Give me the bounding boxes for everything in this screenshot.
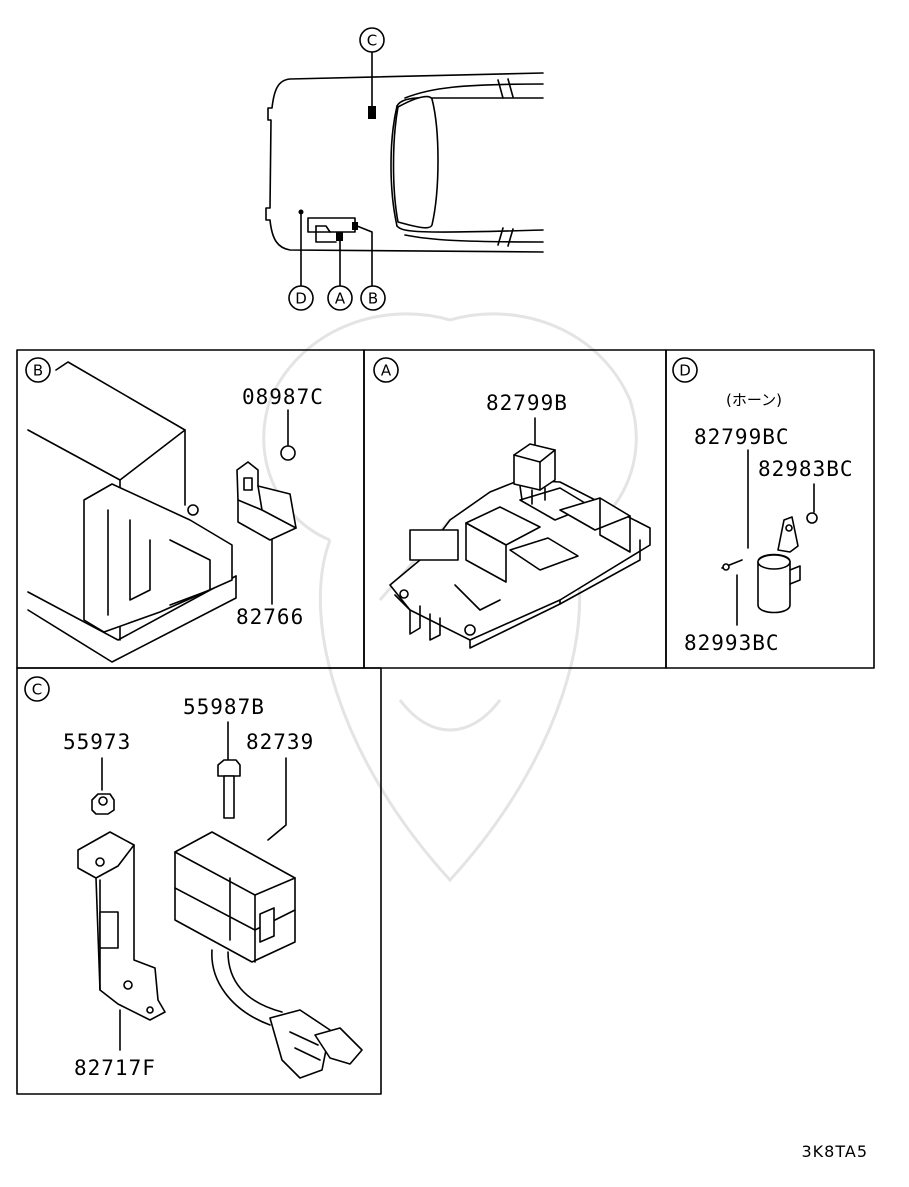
callout-d-label: D <box>295 290 307 308</box>
callout-c-top[interactable]: C <box>359 27 385 53</box>
panel-a-letter: A <box>381 362 392 380</box>
callout-b-top[interactable]: B <box>360 285 386 311</box>
part-label-82717f[interactable]: 82717F <box>74 1056 156 1080</box>
panel-c-frame <box>16 667 382 1095</box>
horn-note: (ホーン) <box>726 391 782 409</box>
callout-d-top[interactable]: D <box>288 285 314 311</box>
panel-b-letter: B <box>33 362 43 380</box>
panel-d-letter: D <box>679 362 691 380</box>
panel-d-frame <box>665 349 875 669</box>
vehicle-overview <box>265 51 544 288</box>
panel-b: B 08987C 82766 <box>25 357 324 663</box>
part-label-82983bc[interactable]: 82983BC <box>758 457 854 481</box>
part-label-55987b[interactable]: 55987B <box>183 695 265 719</box>
part-label-82993bc[interactable]: 82993BC <box>684 631 780 655</box>
part-label-82799b[interactable]: 82799B <box>486 391 568 415</box>
part-label-08987c[interactable]: 08987C <box>242 385 324 409</box>
callout-a-label: A <box>335 290 346 308</box>
callout-c-label: C <box>367 32 377 50</box>
part-label-55973[interactable]: 55973 <box>63 730 131 754</box>
diagram-code: 3K8TA5 <box>801 1142 868 1161</box>
panel-d: D (ホーン) 82799BC 82983BC 82993BC <box>672 357 854 655</box>
part-label-82799bc[interactable]: 82799BC <box>694 425 790 449</box>
callout-b-label: B <box>368 290 378 308</box>
part-label-82766[interactable]: 82766 <box>236 605 304 629</box>
panel-c-badge: C <box>24 676 50 702</box>
panel-b-badge: B <box>25 357 51 383</box>
panel-c-letter: C <box>32 681 42 699</box>
panel-a-badge: A <box>373 357 399 383</box>
callout-a-top[interactable]: A <box>327 285 353 311</box>
part-label-82739[interactable]: 82739 <box>246 730 314 754</box>
panel-a: A 82799B <box>373 357 651 649</box>
panel-c: C 55973 55987B 82739 827 <box>24 676 363 1080</box>
panel-d-badge: D <box>672 357 698 383</box>
